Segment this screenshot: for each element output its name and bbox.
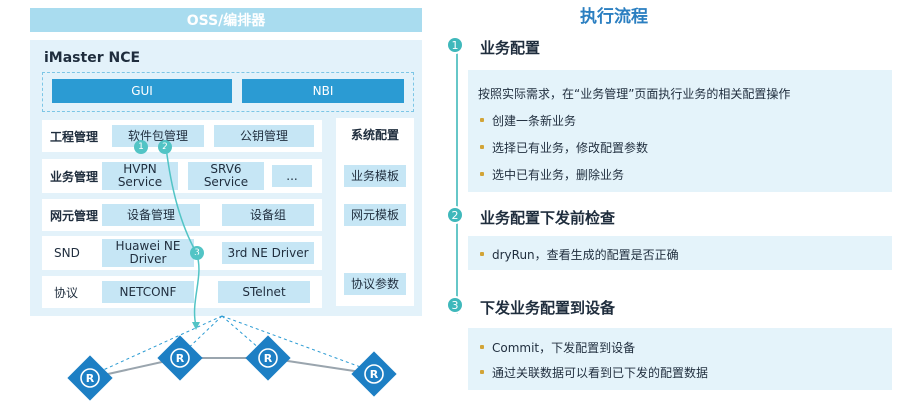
- cell-more: ...: [272, 165, 312, 187]
- row-ne-label: 网元管理: [50, 208, 99, 223]
- step-3-panel: [468, 328, 892, 390]
- step-3-bullet-2: 通过关联数据可以看到已下发的配置数据: [492, 366, 709, 380]
- nce-title: iMaster NCE: [44, 50, 141, 66]
- cell-device-group: 设备组: [222, 204, 314, 226]
- cell-public-key: 公钥管理: [214, 125, 314, 147]
- system-config-title: 系统配置: [350, 128, 399, 142]
- step-1-bullet-2: 选择已有业务，修改配置参数: [492, 141, 649, 155]
- cell-device-management: 设备管理: [102, 204, 200, 226]
- step-2-badge: 2: [446, 206, 464, 224]
- cell-hvpn-service: HVPN Service: [102, 162, 178, 190]
- flow-arrow-head: [192, 322, 200, 330]
- step-1-badge: 1: [446, 36, 464, 54]
- router-icon: R: [67, 355, 113, 401]
- timeline-line: [456, 50, 458, 314]
- step-2-bullet-1: dryRun，查看生成的配置是否正确: [492, 248, 679, 262]
- link-to-router-4: [221, 315, 375, 373]
- cell-service-template: 业务模板: [344, 165, 406, 187]
- bullet-mark: [480, 345, 484, 349]
- cell-stelnet: STelnet: [218, 281, 310, 303]
- flow-title: 执行流程: [580, 7, 648, 27]
- step-1-bullet-3: 选中已有业务，删除业务: [492, 168, 625, 182]
- step-3-bullet-1: Commit，下发配置到设备: [492, 341, 636, 355]
- cell-netconf: NETCONF: [102, 281, 194, 303]
- svg-text:R: R: [370, 368, 379, 381]
- bullet-mark: [480, 118, 484, 122]
- svg-text:R: R: [86, 372, 95, 385]
- step-1-panel: [468, 70, 892, 192]
- cell-3rd-ne-driver: 3rd NE Driver: [222, 242, 314, 264]
- cell-srv6-service: SRV6 Service: [188, 162, 264, 190]
- step-3-title: 下发业务配置到设备: [480, 299, 616, 317]
- gui-bar: GUI: [52, 79, 232, 103]
- flow-step-1-marker: 1: [134, 140, 148, 154]
- bullet-mark: [480, 370, 484, 374]
- row-service-label: 业务管理: [50, 169, 99, 184]
- network-topology: R R R R: [67, 146, 397, 401]
- router-icon: R: [245, 335, 291, 381]
- row-engineering-label: 工程管理: [50, 129, 99, 144]
- step-1-intro: 按照实际需求，在“业务管理”页面执行业务的相关配置操作: [478, 87, 791, 101]
- flow-step-2-marker: 2: [158, 140, 172, 154]
- step-3-badge: 3: [446, 296, 464, 314]
- cell-protocol-params: 协议参数: [344, 273, 406, 295]
- svg-text:R: R: [176, 352, 185, 365]
- nbi-bar: NBI: [242, 79, 404, 103]
- oss-orchestrator-bar: OSS/编排器: [30, 8, 422, 32]
- router-icon: R: [351, 351, 397, 397]
- step-2-panel: [468, 236, 892, 270]
- row-protocol-label: 协议: [54, 285, 79, 300]
- step-1-bullet-1: 创建一条新业务: [492, 114, 577, 128]
- flow-path-line: [165, 146, 200, 327]
- row-snd-label: SND: [54, 246, 80, 260]
- bullet-mark: [480, 252, 484, 256]
- bullet-mark: [480, 145, 484, 149]
- bullet-mark: [480, 172, 484, 176]
- cell-ne-template: 网元模板: [344, 204, 406, 226]
- link-to-router-1: [89, 315, 223, 377]
- svg-text:R: R: [264, 352, 273, 365]
- step-2-title: 业务配置下发前检查: [480, 209, 616, 227]
- router-icon: R: [157, 335, 203, 381]
- cell-huawei-ne-driver: Huawei NE Driver: [102, 239, 194, 267]
- step-1-title: 业务配置: [480, 39, 541, 57]
- interface-group: [42, 72, 414, 112]
